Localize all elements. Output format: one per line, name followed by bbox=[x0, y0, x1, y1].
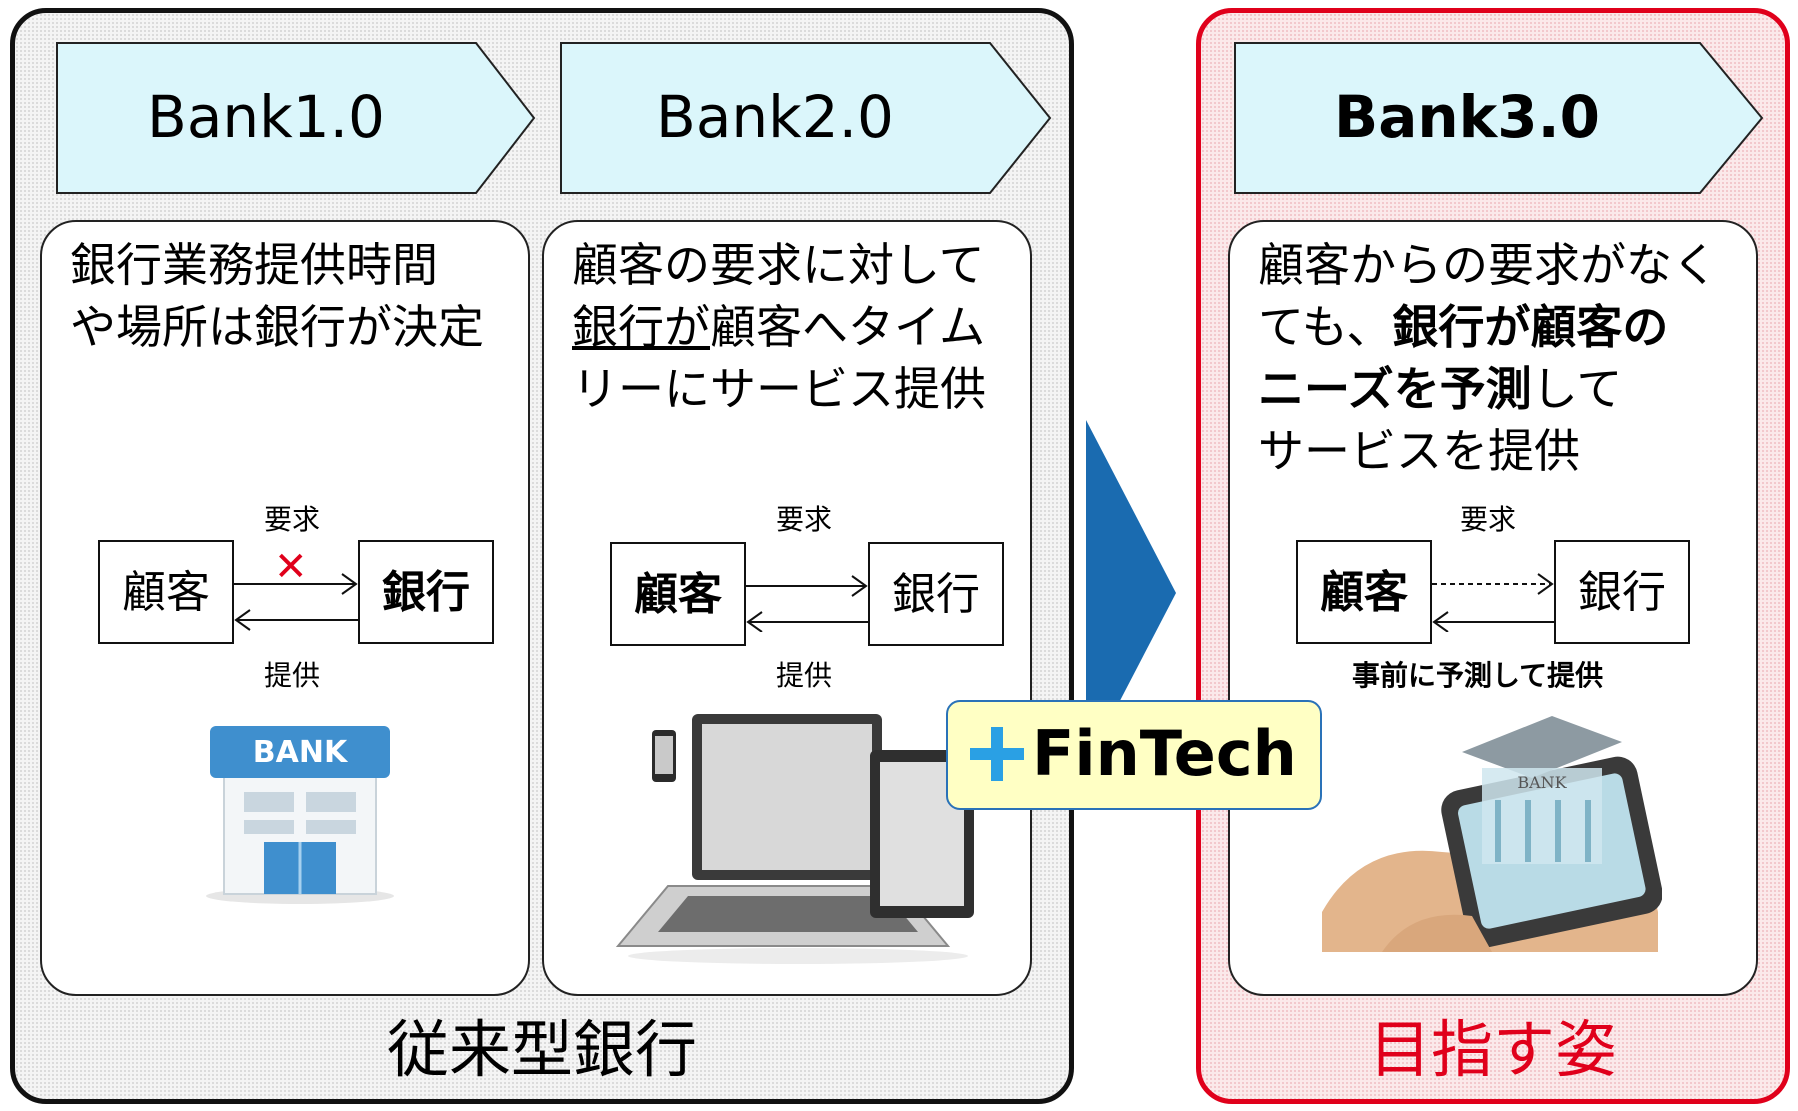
stage3-line3-plain: して bbox=[1531, 362, 1623, 416]
stage2-bank-node: 銀行 bbox=[868, 542, 1004, 646]
big-arrow-icon bbox=[1086, 420, 1178, 770]
stage1-arrows bbox=[234, 573, 358, 631]
stage3-request-label: 要求 bbox=[1460, 503, 1517, 536]
plus-icon bbox=[970, 727, 1024, 781]
stage2-chevron bbox=[560, 42, 1052, 194]
stage3-bank-node: 銀行 bbox=[1554, 540, 1690, 644]
stage3-arrows bbox=[1432, 573, 1554, 632]
stage2-arrows bbox=[746, 575, 868, 632]
stage2-panel: 顧客の要求に対して 銀行が顧客へタイム リーにサービス提供 要求 顧客 銀行 提… bbox=[542, 220, 1032, 996]
stage1-description: 銀行業務提供時間 や場所は銀行が決定 bbox=[70, 234, 484, 358]
stage3-customer-node: 顧客 bbox=[1296, 540, 1432, 644]
stage3-chevron bbox=[1234, 42, 1764, 194]
stage1-line1: 銀行業務提供時間 bbox=[70, 238, 438, 292]
bank-building-icon: BANK bbox=[200, 716, 400, 910]
stage3-panel: 顧客からの要求がなく ても、銀行が顧客の ニーズを予測して サービスを提供 要求… bbox=[1228, 220, 1758, 996]
stage3-line3: ニーズを予測して bbox=[1258, 358, 1718, 420]
stage1-panel: 銀行業務提供時間 や場所は銀行が決定 要求 顧客 銀行 ✕ 提供 BANK bbox=[40, 220, 530, 996]
stage1-request-label: 要求 bbox=[264, 503, 321, 536]
stage3-description: 顧客からの要求がなく ても、銀行が顧客の ニーズを予測して サービスを提供 bbox=[1258, 234, 1718, 482]
stage3-line1: 顧客からの要求がなく bbox=[1258, 238, 1718, 292]
stage1-line2: や場所は銀行が決定 bbox=[70, 300, 484, 354]
predict-label: 事前に予測して提供 bbox=[1352, 659, 1604, 692]
stage2-customer-node: 顧客 bbox=[610, 542, 746, 646]
goal-label: 目指す姿 bbox=[1368, 1013, 1617, 1086]
stage3-line2-bold: 銀行が顧客の bbox=[1392, 300, 1669, 354]
stage3-line2: ても、銀行が顧客の bbox=[1258, 296, 1718, 358]
stage3-line4: サービスを提供 bbox=[1258, 424, 1580, 478]
stage1-customer-node: 顧客 bbox=[98, 540, 234, 644]
stage3-line3-bold: ニーズを予測 bbox=[1258, 362, 1532, 416]
phone-bank-icon: BANK bbox=[1322, 712, 1663, 956]
stage2-line1: 顧客の要求に対して bbox=[572, 238, 985, 292]
stage2-description: 顧客の要求に対して 銀行が顧客へタイム リーにサービス提供 bbox=[572, 234, 986, 420]
stage1-chevron bbox=[56, 42, 536, 194]
stage1-title: Bank1.0 bbox=[147, 83, 385, 151]
fintech-badge: FinTech bbox=[946, 700, 1322, 810]
stage2-request-label: 要求 bbox=[776, 503, 833, 536]
stage2-provide-label: 提供 bbox=[776, 659, 833, 692]
blocked-cross-icon: ✕ bbox=[274, 544, 308, 590]
traditional-bank-label: 従来型銀行 bbox=[386, 1013, 697, 1086]
stage2-line3: リーにサービス提供 bbox=[572, 362, 986, 416]
stage2-line2-rest: 顧客へタイム bbox=[710, 300, 986, 354]
stage3-line2-plain: ても、 bbox=[1258, 300, 1393, 354]
stage1-provide-label: 提供 bbox=[264, 659, 321, 692]
devices-icon bbox=[608, 710, 978, 974]
stage2-title: Bank2.0 bbox=[656, 83, 894, 151]
fintech-label: FinTech bbox=[1032, 717, 1297, 790]
stage1-bank-node: 銀行 bbox=[358, 540, 494, 644]
stage2-line2: 銀行が顧客へタイム bbox=[572, 296, 986, 358]
svg-text:BANK: BANK bbox=[253, 735, 349, 770]
svg-text:BANK: BANK bbox=[1517, 773, 1567, 792]
stage2-line2-underlined: 銀行が bbox=[572, 300, 710, 354]
stage3-title: Bank3.0 bbox=[1334, 83, 1600, 151]
